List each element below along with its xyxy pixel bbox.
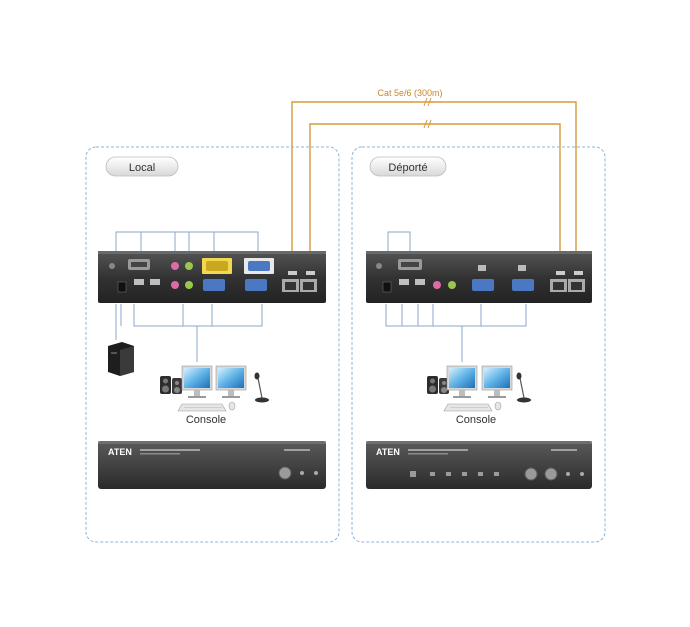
cat5-cable <box>291 101 577 258</box>
remote-title: Déporté <box>388 162 427 174</box>
local-panel <box>85 146 340 543</box>
microphone-icon <box>254 372 269 403</box>
remote-front-device: ATEN <box>366 441 592 489</box>
keyboard-icon <box>177 403 227 412</box>
computer-tower-icon <box>108 342 134 376</box>
monitor-icon <box>481 365 513 398</box>
monitor-icon <box>215 365 247 398</box>
speaker-icon <box>427 376 449 394</box>
remote-title-pill: Déporté <box>369 156 447 177</box>
local-title: Local <box>129 162 155 174</box>
local-rear-device <box>98 251 326 303</box>
microphone-icon <box>516 372 531 403</box>
remote-link-lines <box>385 231 527 362</box>
remote-front-button-1 <box>524 467 538 481</box>
remote-rear-device <box>366 251 592 303</box>
mouse-icon <box>228 401 236 411</box>
remote-panel <box>351 146 606 543</box>
monitor-icon <box>181 365 213 398</box>
local-front-device: ATEN <box>98 441 326 489</box>
remote-console: Console <box>427 365 531 426</box>
remote-front-brand: ATEN <box>376 447 400 457</box>
keyboard-icon <box>443 403 493 412</box>
cable-break-marks <box>423 97 432 129</box>
mouse-icon <box>494 401 502 411</box>
local-front-brand: ATEN <box>108 447 132 457</box>
remote-front-button-2 <box>544 467 558 481</box>
local-console-label: Console <box>186 414 226 426</box>
speaker-icon <box>160 376 182 394</box>
local-console: Console <box>160 365 269 426</box>
local-title-pill: Local <box>105 156 179 177</box>
monitor-icon <box>446 365 478 398</box>
cable-label: Cat 5e/6 (300m) <box>377 88 442 98</box>
remote-console-label: Console <box>456 414 496 426</box>
local-front-button <box>278 466 292 480</box>
